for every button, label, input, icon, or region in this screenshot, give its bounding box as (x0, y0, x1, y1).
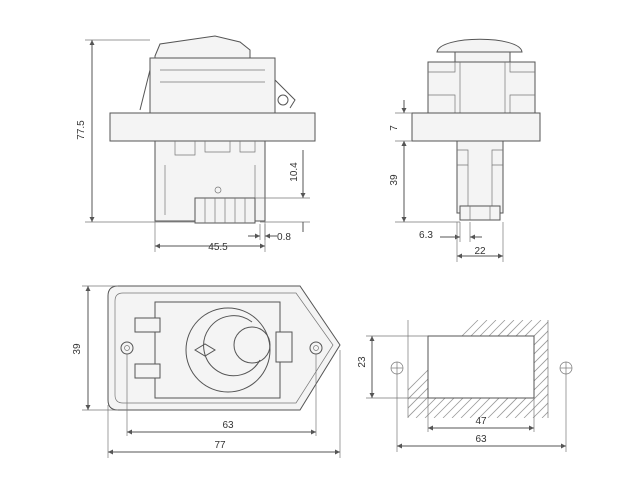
front-view: 7 39 6.3 22 (389, 38, 541, 262)
dim-top-height: 39 (72, 343, 83, 355)
hatch-line (569, 320, 640, 418)
dim-side-depth: 10.4 (289, 162, 300, 182)
top-button-circle (185, 307, 271, 393)
hatch-line (442, 320, 542, 418)
dim-front-flange: 7 (389, 125, 400, 131)
dim-side-width: 45.5 (208, 242, 228, 253)
dim-cutout-width: 47 (475, 416, 487, 427)
hatch-line (408, 320, 506, 418)
hatch-line (424, 320, 524, 418)
hatch-line (469, 320, 548, 418)
hatch-line (523, 320, 548, 418)
dim-top-inner: 63 (222, 420, 234, 431)
panel-cutout-view: 23 47 63 (357, 320, 640, 452)
front-upper-body (427, 61, 536, 114)
hatch-line (514, 320, 548, 418)
top-inner-body (154, 301, 281, 399)
hatch-line (505, 320, 548, 418)
side-cap (154, 35, 251, 59)
hatch-line (451, 320, 548, 418)
front-terminals (459, 205, 501, 221)
front-cap (436, 38, 523, 53)
dim-front-body: 39 (389, 174, 400, 186)
side-flange (109, 112, 316, 142)
hatch-line (433, 320, 533, 418)
hatch-line (415, 320, 515, 418)
front-flange (411, 112, 541, 142)
top-view: 39 63 77 (72, 285, 341, 458)
hatched-panel (408, 320, 640, 418)
hatch-line (496, 320, 548, 418)
hatch-line (541, 320, 548, 418)
hatch-line (460, 320, 548, 418)
hatch-line (578, 320, 640, 418)
hatch-line (551, 320, 640, 418)
dim-front-pin: 6.3 (419, 230, 433, 241)
direction-arrow-icon (194, 343, 216, 357)
front-lower-body (456, 140, 504, 214)
hatch-line (478, 320, 548, 418)
dim-side-pin: 0.8 (277, 232, 291, 243)
hatch-line (408, 320, 497, 418)
dim-top-outer: 77 (214, 440, 226, 451)
hatch-line (408, 320, 488, 418)
hatch-line (487, 320, 548, 418)
cutout-rect (427, 335, 535, 399)
dim-cutout-height: 23 (357, 356, 368, 368)
dim-side-height: 77.5 (76, 120, 87, 140)
dim-cutout-pitch: 63 (475, 434, 487, 445)
hatch-line (408, 320, 479, 418)
side-view: 77.5 10.4 45.5 0.8 (76, 35, 316, 253)
side-upper-body (149, 57, 276, 114)
dim-front-width: 22 (474, 246, 486, 257)
